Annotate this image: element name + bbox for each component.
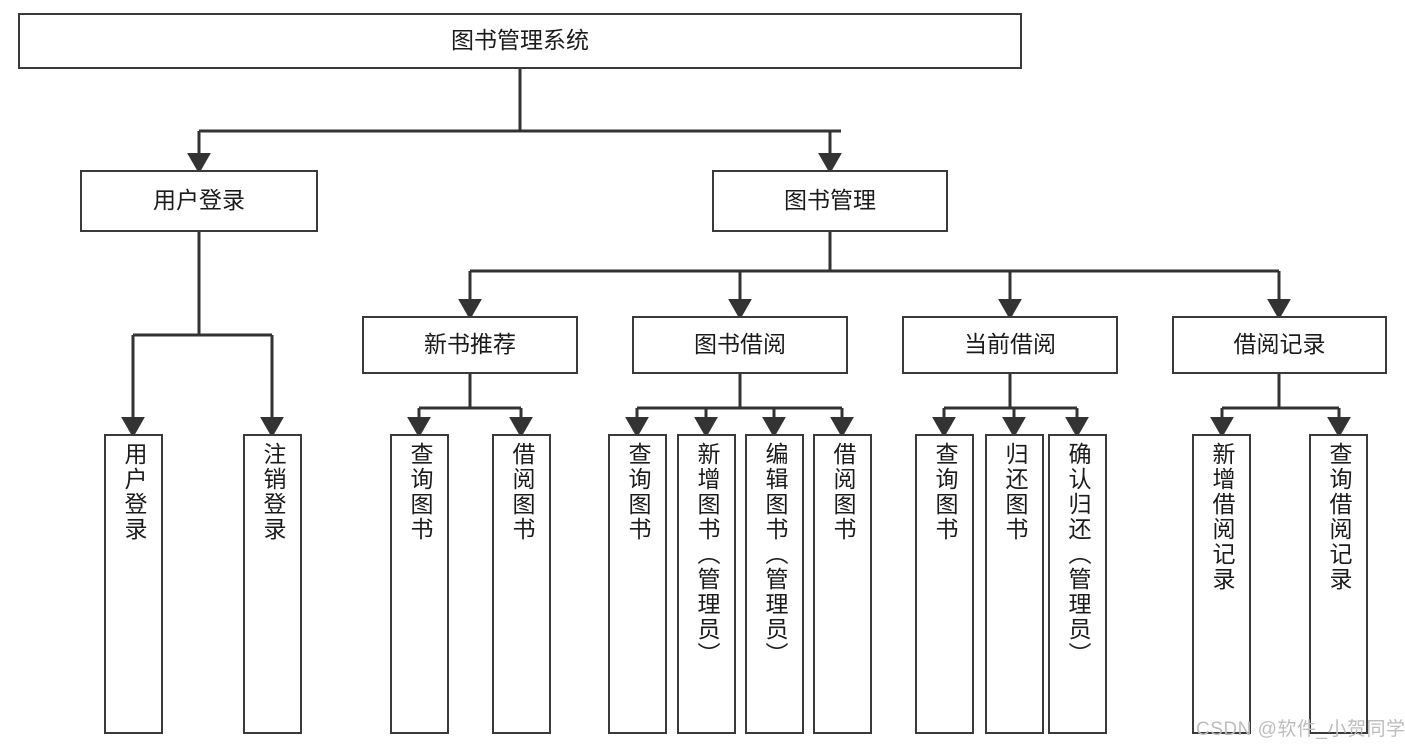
node-label: 用户登录 <box>153 187 245 214</box>
node-label: 图书管理系统 <box>451 27 589 54</box>
node-label: 查询图书 <box>932 442 958 542</box>
leaf-book-borrow-query[interactable]: 查询图书 <box>608 434 667 734</box>
leaf-new-book-borrow[interactable]: 借阅图书 <box>492 434 551 734</box>
node-label: 用户登录 <box>121 442 147 542</box>
csdn-watermark: CSDN @软件_小贺同学 <box>1196 719 1405 740</box>
node-new-book-recommend[interactable]: 新书推荐 <box>362 316 578 374</box>
node-current-borrow[interactable]: 当前借阅 <box>902 316 1118 374</box>
node-label: 新增图书（管理员） <box>694 442 720 667</box>
node-label: 图书管理 <box>784 187 876 214</box>
node-label: 编辑图书（管理员） <box>762 442 788 667</box>
node-label: 查询图书 <box>625 442 651 542</box>
leaf-user-login-logout[interactable]: 注销登录 <box>243 434 302 734</box>
node-label: 查询图书 <box>407 442 433 542</box>
node-book-management[interactable]: 图书管理 <box>712 170 948 232</box>
node-label: 归还图书 <box>1002 442 1028 542</box>
node-book-management-system[interactable]: 图书管理系统 <box>18 13 1022 69</box>
leaf-book-borrow-add[interactable]: 新增图书（管理员） <box>677 434 736 734</box>
node-label: 当前借阅 <box>964 331 1056 358</box>
node-label: 确认归还（管理员） <box>1065 442 1091 667</box>
node-label: 借阅图书 <box>830 442 856 542</box>
node-label: 借阅记录 <box>1233 331 1326 358</box>
leaf-current-borrow-return[interactable]: 归还图书 <box>985 434 1044 734</box>
node-user-login[interactable]: 用户登录 <box>80 170 318 232</box>
node-label: 查询借阅记录 <box>1326 442 1352 592</box>
node-label: 图书借阅 <box>694 331 786 358</box>
leaf-current-borrow-query[interactable]: 查询图书 <box>915 434 974 734</box>
node-label: 新增借阅记录 <box>1209 442 1235 592</box>
node-label: 新书推荐 <box>424 331 516 358</box>
leaf-book-borrow-borrow[interactable]: 借阅图书 <box>813 434 872 734</box>
leaf-book-borrow-edit[interactable]: 编辑图书（管理员） <box>745 434 804 734</box>
leaf-borrow-record-query[interactable]: 查询借阅记录 <box>1309 434 1368 734</box>
leaf-new-book-query[interactable]: 查询图书 <box>390 434 449 734</box>
node-label: 借阅图书 <box>509 442 535 542</box>
node-borrow-record[interactable]: 借阅记录 <box>1172 316 1387 374</box>
leaf-current-borrow-confirm[interactable]: 确认归还（管理员） <box>1048 434 1107 734</box>
leaf-user-login-login[interactable]: 用户登录 <box>104 434 163 734</box>
node-label: 注销登录 <box>260 442 286 542</box>
node-book-borrow[interactable]: 图书借阅 <box>632 316 848 374</box>
leaf-borrow-record-add[interactable]: 新增借阅记录 <box>1192 434 1251 734</box>
